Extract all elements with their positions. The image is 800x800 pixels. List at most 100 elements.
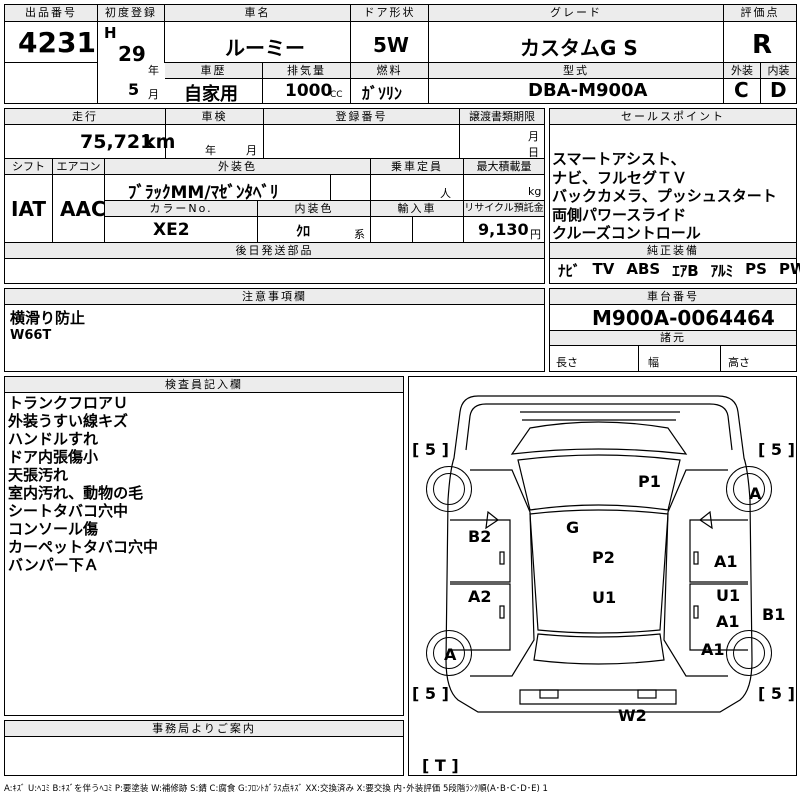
exterior-grade: C <box>734 78 749 102</box>
sales-point-item: スマートアシスト、 <box>552 150 686 168</box>
model-label: 型式 <box>429 63 723 79</box>
color-no-label: カラーNo. <box>105 201 257 217</box>
sales-points-section <box>549 108 797 284</box>
later-parts-label: 後日発送部品 <box>5 243 544 259</box>
month-unit: 月 <box>148 88 159 101</box>
reg-month: 5 <box>128 80 140 99</box>
inspector-note-line: 天張汚れ <box>8 466 69 484</box>
equipment-list: ﾅﾋﾞ TV ABS ｴｱB ｱﾙﾐ PS PW <box>558 260 800 281</box>
office-label: 事務局よりご案内 <box>5 721 403 737</box>
sales-point-item: 両側パワースライド <box>552 205 687 224</box>
rating-label: 評価点 <box>724 5 796 22</box>
inspector-note-line: コンソール傷 <box>8 520 99 538</box>
door-label: ドア形状 <box>351 5 428 22</box>
mileage-label: 走行 <box>5 109 165 125</box>
insp-year-unit: 年 <box>205 144 216 157</box>
car-name: ルーミー <box>225 36 305 60</box>
inspector-note-line: 外装うすい線キズ <box>8 412 129 430</box>
spare-tire: [ T ] <box>422 756 459 775</box>
ext-color: ﾌﾞﾗｯｸMM/ﾏｾﾞﾝﾀﾍﾞﾘ <box>128 183 279 203</box>
mark-a-front-right: A <box>749 484 762 503</box>
inspector-section <box>4 376 404 716</box>
sales-point-item: クルーズコントロール <box>552 224 701 242</box>
wheel-front-right <box>726 466 772 512</box>
fuel: ｶﾞｿﾘﾝ <box>362 84 403 103</box>
equipment-item: ｱﾙﾐ <box>710 262 734 280</box>
equipment-item: PS <box>745 260 767 278</box>
first-reg-label: 初度登録 <box>98 5 164 22</box>
specs-label: 諸元 <box>550 331 796 346</box>
car-diagram-section <box>408 376 797 776</box>
sales-point-item: ナビ、フルセグＴＶ <box>552 168 688 187</box>
mark-u1-center: U1 <box>592 588 617 607</box>
exterior-label: 外装 <box>724 63 760 79</box>
shift-label: シフト <box>5 159 52 175</box>
equipment-item: ﾅﾋﾞ <box>558 262 581 280</box>
inspector-note-line: ドア内張傷小 <box>8 448 99 466</box>
inspection-label: 車検 <box>166 109 263 125</box>
equipment-item: ABS <box>626 260 661 278</box>
width-label: 幅 <box>648 356 659 369</box>
legend: A:ｷｽﾞ U:ﾍｺﾐ B:ｷｽﾞを伴うﾍｺﾐ P:要塗装 W:補修跡 S:錆 … <box>4 784 548 794</box>
inspector-note-line: 室内汚れ、動物の毛 <box>8 484 144 502</box>
mark-p2: P2 <box>592 548 615 567</box>
details-section <box>4 108 545 284</box>
capacity-unit: 人 <box>440 187 451 200</box>
door: 5W <box>373 33 409 57</box>
displacement: 1000 <box>285 81 333 101</box>
load-unit: kg <box>528 185 542 198</box>
interior-grade: D <box>770 78 787 102</box>
inspector-note-line: カーペットタバコ穴中 <box>8 538 159 556</box>
mark-b1: B1 <box>762 605 786 624</box>
equipment-item: ｴｱB <box>672 262 699 280</box>
equipment-label: 純正装備 <box>550 243 796 259</box>
wheel-rear-right <box>726 630 772 676</box>
grade: カスタムG S <box>520 36 638 60</box>
rating: R <box>752 30 773 60</box>
color-no: XE2 <box>153 220 190 240</box>
wheel-front-left <box>426 466 472 512</box>
fuel-label: 燃料 <box>351 63 428 79</box>
caution-line-1: 横滑り防止 <box>10 309 86 327</box>
car-name-label: 車名 <box>165 5 350 22</box>
mileage: 75,721 <box>80 131 154 153</box>
header-section <box>4 4 797 104</box>
lot-number: 4231 <box>18 26 96 59</box>
ext-color-label: 外装色 <box>105 159 370 175</box>
mileage-unit: km <box>143 131 176 153</box>
sales-point-item: バックカメラ、プッシュスタート <box>552 187 777 205</box>
history-label: 車歴 <box>165 63 262 79</box>
mark-a1-right-mid: A1 <box>716 612 740 631</box>
mark-a2: A2 <box>468 587 492 606</box>
mark-g: G <box>566 518 580 537</box>
mark-w2: W2 <box>618 706 647 725</box>
inspector-note-line: トランクフロアＵ <box>8 394 129 412</box>
reg-year: 29 <box>118 42 146 66</box>
office-section <box>4 720 404 776</box>
caution-section <box>4 288 545 372</box>
tire-front-left: [ 5 ] <box>412 440 449 459</box>
equipment-item: TV <box>592 260 615 278</box>
model: DBA-M900A <box>528 80 648 101</box>
recycle: 9,130 <box>478 220 529 239</box>
mark-a1-rear-right: A1 <box>701 640 725 659</box>
caution-label: 注意事項欄 <box>5 289 544 305</box>
mark-b2: B2 <box>468 527 492 546</box>
transfer-day-unit: 日 <box>528 146 539 159</box>
length-label: 長さ <box>556 356 578 369</box>
mark-a-rear-left: A <box>444 645 457 664</box>
era: H <box>104 24 117 42</box>
ac-label: エアコン <box>53 159 104 175</box>
mark-u1-right: U1 <box>716 586 741 605</box>
chassis-label: 車台番号 <box>550 289 796 305</box>
int-color: ｸﾛ <box>296 224 310 240</box>
equipment-item: PW <box>778 260 800 278</box>
chassis-number: M900A-0064464 <box>592 306 775 330</box>
displacement-label: 排気量 <box>263 63 350 79</box>
int-color-unit: 系 <box>354 228 365 241</box>
capacity-label: 乗車定員 <box>371 159 463 175</box>
year-unit: 年 <box>148 64 159 77</box>
car-diagram <box>445 395 753 713</box>
